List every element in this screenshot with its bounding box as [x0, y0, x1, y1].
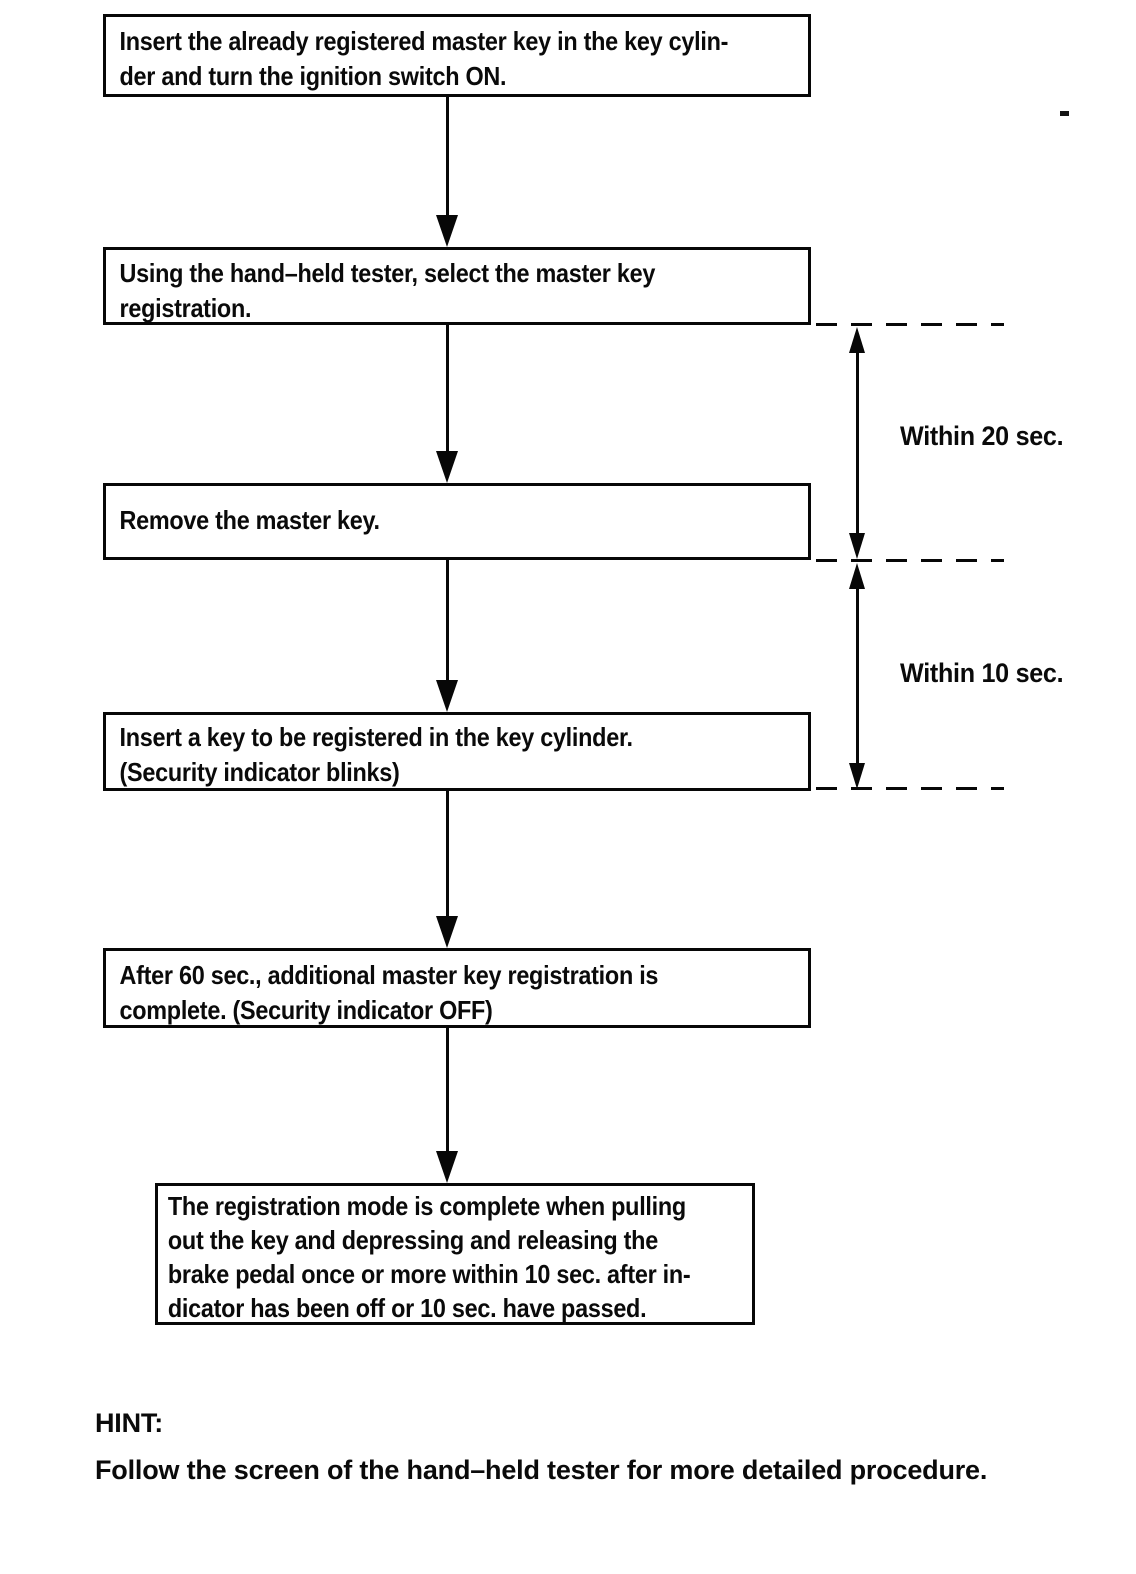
- arrowhead-down-icon: [436, 680, 458, 712]
- dimension-arrow-icon: [848, 327, 866, 559]
- flow-arrow-down-icon: [435, 325, 459, 483]
- arrow-shaft: [855, 583, 859, 769]
- arrow-shaft: [445, 791, 449, 920]
- flow-step-text: After 60 sec., additional master key reg…: [119, 960, 659, 1025]
- flow-step-text: Remove the master key.: [119, 505, 381, 535]
- arrow-shaft: [445, 560, 449, 684]
- flow-step-text: Using the hand–held tester, select the m…: [119, 258, 656, 323]
- flow-step-box-3: Remove the master key.: [103, 483, 811, 560]
- arrow-shaft: [855, 347, 859, 539]
- flow-arrow-down-icon: [435, 791, 459, 948]
- flow-step-text: The registration mode is complete when p…: [167, 1191, 691, 1323]
- flow-arrow-down-icon: [435, 1028, 459, 1183]
- timing-label-20sec: Within 20 sec.: [900, 421, 1064, 451]
- dashed-extension-line: [816, 559, 1004, 562]
- dashed-extension-line: [816, 787, 1004, 790]
- dimension-arrow-icon: [848, 563, 866, 789]
- timing-label-10sec: Within 10 sec.: [900, 658, 1064, 688]
- flow-step-box-5: After 60 sec., additional master key reg…: [103, 948, 811, 1028]
- arrowhead-down-icon: [436, 451, 458, 483]
- arrowhead-down-icon: [849, 533, 865, 559]
- flow-step-text: Insert a key to be registered in the key…: [119, 722, 633, 787]
- flow-step-text: Insert the already registered master key…: [119, 26, 729, 91]
- dashed-extension-line: [816, 323, 1004, 326]
- arrowhead-down-icon: [436, 1151, 458, 1183]
- flow-step-box-2: Using the hand–held tester, select the m…: [103, 247, 811, 325]
- flow-arrow-down-icon: [435, 97, 459, 247]
- flow-arrow-down-icon: [435, 560, 459, 712]
- hint-body-text: Follow the screen of the hand–held teste…: [95, 1455, 988, 1485]
- arrowhead-down-icon: [436, 215, 458, 247]
- arrow-shaft: [445, 97, 449, 219]
- arrow-shaft: [445, 325, 449, 455]
- arrowhead-up-icon: [849, 327, 865, 353]
- scan-artifact-dot: [1060, 111, 1069, 116]
- arrowhead-up-icon: [849, 563, 865, 589]
- arrowhead-down-icon: [436, 916, 458, 948]
- arrowhead-down-icon: [849, 763, 865, 789]
- arrow-shaft: [445, 1028, 449, 1155]
- flow-step-box-1: Insert the already registered master key…: [103, 14, 811, 97]
- flow-step-box-4: Insert a key to be registered in the key…: [103, 712, 811, 791]
- hint-title: HINT:: [95, 1408, 163, 1438]
- flow-step-box-6: The registration mode is complete when p…: [155, 1183, 755, 1325]
